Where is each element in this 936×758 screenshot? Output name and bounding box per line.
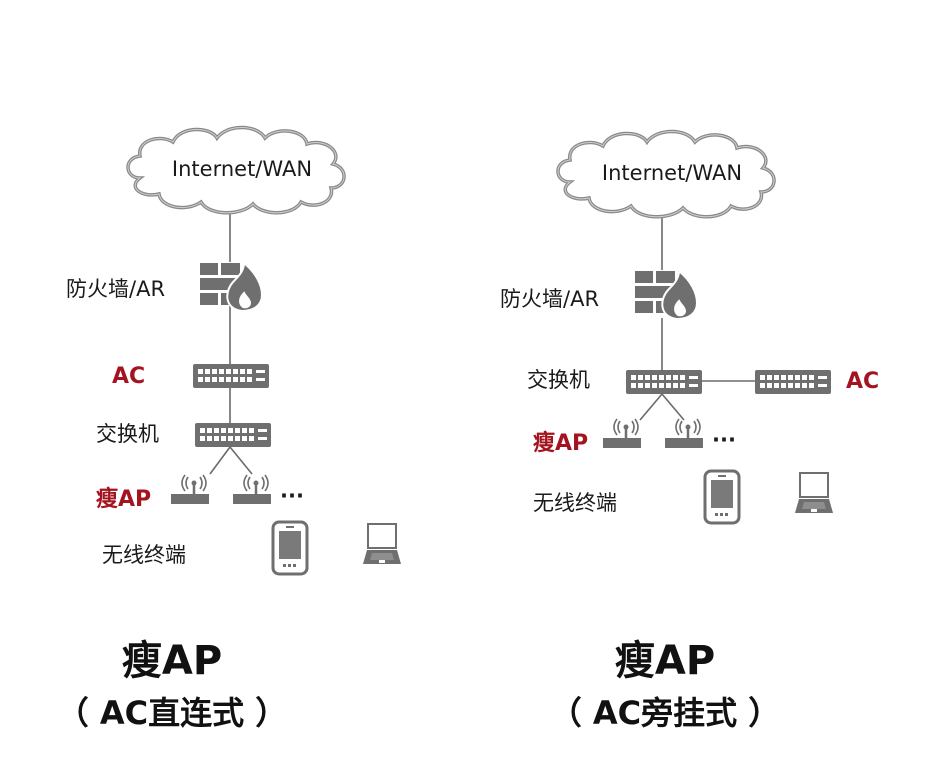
terminal-label: 无线终端 (102, 543, 186, 567)
diagram-subtitle: （ AC直连式 ） (57, 694, 288, 732)
firewall-label: 防火墙/AR (66, 277, 165, 301)
link-switch-ap1 (209, 446, 231, 475)
link-switch-ap1 (639, 393, 663, 421)
firewall-icon (199, 262, 263, 312)
phone-icon (271, 520, 309, 576)
access-point-icon (231, 473, 273, 506)
diagram-direct: Internet/WAN 防火墙/AR AC 交换机 瘦AP ··· 无线终端 … (57, 125, 402, 732)
ac-label: AC (846, 369, 879, 394)
diagram-subtitle: （ AC旁挂式 ） (550, 694, 781, 732)
switch-icon (626, 370, 702, 394)
cloud-label: Internet/WAN (172, 157, 312, 181)
terminal-label: 无线终端 (533, 491, 617, 515)
laptop-icon (794, 472, 834, 514)
firewall-icon (634, 270, 698, 320)
switch-label: 交换机 (96, 422, 159, 446)
ac-label: AC (112, 364, 145, 389)
switch-icon (195, 423, 271, 447)
more-aps-ellipsis: ··· (712, 428, 736, 452)
access-point-icon (663, 417, 705, 450)
ap-label: 瘦AP (533, 430, 588, 456)
diagram-title: 瘦AP (122, 638, 222, 684)
more-aps-ellipsis: ··· (280, 484, 304, 508)
link-switch-ap2 (661, 393, 685, 421)
access-point-icon (169, 473, 211, 506)
diagram-bypass: Internet/WAN 防火墙/AR 交换机 AC 瘦AP ··· 无线终端 … (500, 129, 879, 732)
link-switch-ap2 (229, 446, 253, 475)
access-point-icon (601, 417, 643, 450)
cloud-label: Internet/WAN (602, 161, 742, 185)
laptop-icon (362, 523, 402, 565)
firewall-label: 防火墙/AR (500, 287, 599, 311)
ac-switch-icon (193, 364, 269, 388)
switch-label: 交换机 (527, 368, 590, 392)
ac-switch-icon (755, 370, 831, 394)
ap-label: 瘦AP (96, 486, 151, 512)
phone-icon (703, 469, 741, 525)
diagram-title: 瘦AP (615, 638, 715, 684)
